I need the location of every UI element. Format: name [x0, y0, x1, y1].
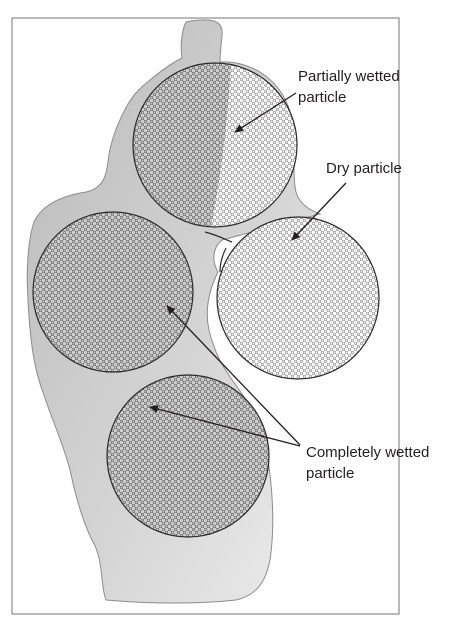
arrow-completely-wetted-left — [166, 305, 301, 446]
arrow-partially-wetted — [234, 92, 297, 133]
label-partially-wetted: Partially wetted particle — [298, 68, 404, 106]
dry-particle — [216, 216, 380, 380]
label-dry-particle: Dry particle — [326, 160, 402, 177]
arrow-completely-wetted-bottom — [149, 405, 301, 447]
arrow-dry — [291, 182, 347, 241]
completely-wetted-particle-left — [32, 211, 194, 373]
completely-wetted-particle-bottom — [106, 374, 270, 538]
meniscus-line — [204, 231, 233, 273]
label-completely-wetted: Completely wetted particle — [306, 444, 434, 482]
figure-frame — [11, 17, 400, 615]
